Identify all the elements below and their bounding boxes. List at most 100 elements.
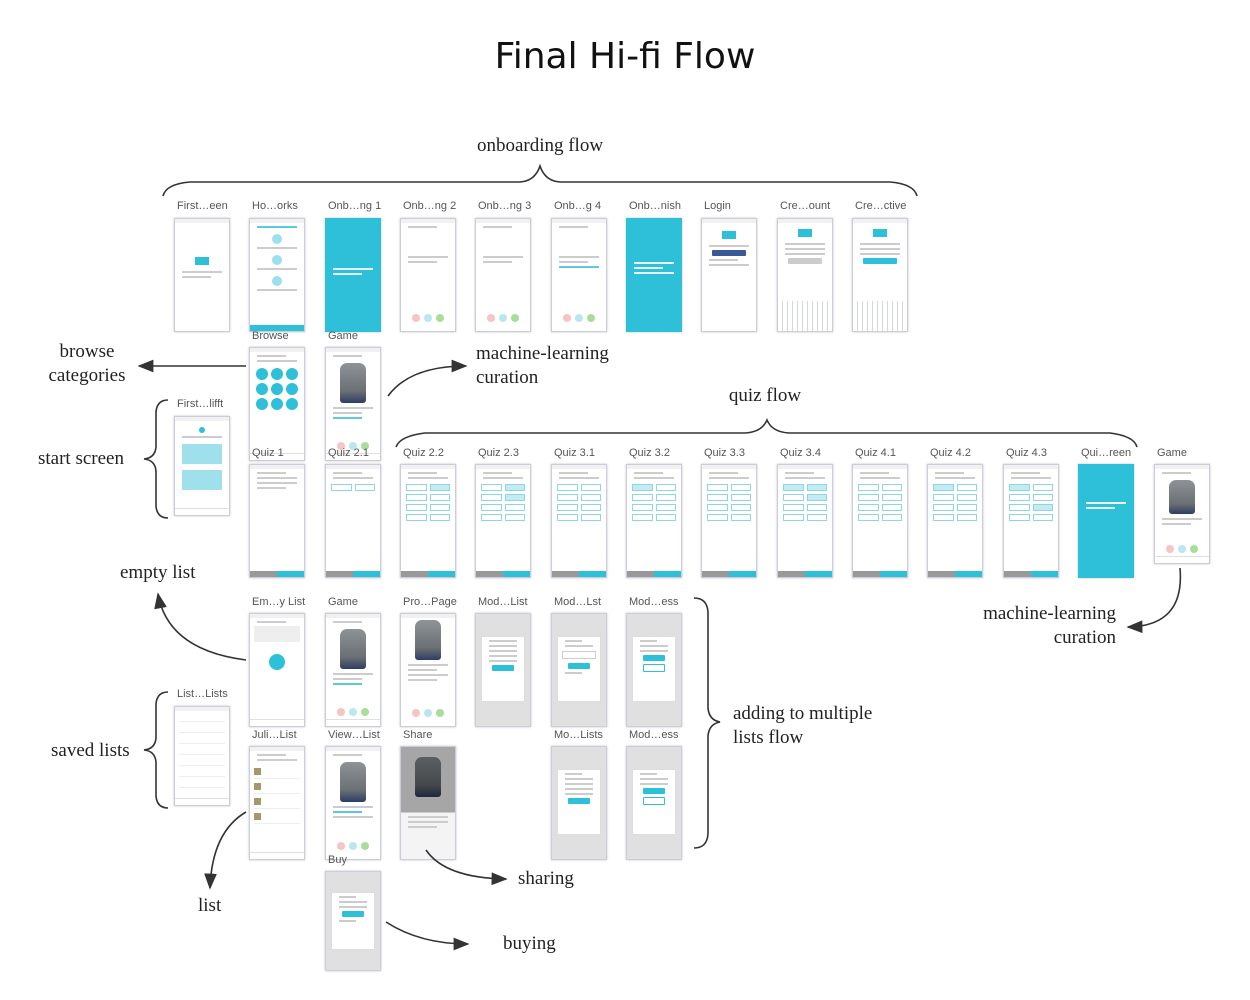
annotation-quiz: quiz flow — [728, 385, 802, 406]
label-quiz-2-3: Quiz 2.3 — [478, 447, 519, 459]
screen-onboarding-finish[interactable] — [626, 218, 682, 332]
label-empty-list: Em…y List — [252, 596, 306, 608]
screen-quiz-3-1[interactable] — [551, 464, 607, 578]
label-create-account: Cre…ount — [780, 200, 831, 212]
arrow-ml-right — [1126, 567, 1182, 634]
label-first-screen: First…een — [177, 200, 228, 212]
adding-flow-brace — [693, 597, 721, 849]
screen-quiz-3-2[interactable] — [626, 464, 682, 578]
annotation-saved: saved lists — [51, 740, 130, 761]
label-game-2: Game — [1157, 447, 1187, 459]
label-create-active: Cre…ctive — [855, 200, 907, 212]
screen-quiz-end[interactable] — [1078, 464, 1134, 578]
label-browse: Browse — [252, 330, 289, 342]
screen-modal-success[interactable] — [626, 613, 682, 727]
arrow-sharing — [425, 849, 508, 886]
label-list-of-lists: List…Lists — [177, 688, 228, 700]
screen-onboarding-2[interactable] — [400, 218, 456, 332]
label-quiz-2-2: Quiz 2.2 — [403, 447, 444, 459]
label-share: Share — [403, 729, 433, 741]
screen-quiz-2-3[interactable] — [475, 464, 531, 578]
screen-empty-list[interactable] — [249, 613, 305, 727]
label-product-page: Pro…Page — [403, 596, 457, 608]
annotation-browse: browse categories — [48, 341, 126, 386]
screen-modal-list-2[interactable] — [551, 613, 607, 727]
screen-modal-success-2[interactable] — [626, 746, 682, 860]
quiz-brace — [395, 417, 1138, 448]
screen-quiz-3-4[interactable] — [777, 464, 833, 578]
screen-quiz-1[interactable] — [249, 464, 305, 578]
arrow-buying — [385, 921, 470, 951]
annotation-buying: buying — [503, 933, 556, 954]
screen-create-account[interactable] — [777, 218, 833, 332]
screen-modal-lists-2[interactable] — [551, 746, 607, 860]
label-buy: Buy — [328, 854, 347, 866]
label-modal-success-2: Mod…ess — [629, 729, 679, 741]
screen-quiz-2-2[interactable] — [400, 464, 456, 578]
label-modal-list: Mod…List — [478, 596, 528, 608]
screen-onboarding-4[interactable] — [551, 218, 607, 332]
screen-login[interactable] — [701, 218, 757, 332]
screen-buy[interactable] — [325, 871, 381, 971]
annotation-ml-top: machine-learning curation — [476, 343, 609, 388]
label-login: Login — [704, 200, 731, 212]
onboarding-brace — [162, 163, 918, 197]
label-modal-success: Mod…ess — [629, 596, 679, 608]
screen-product-page[interactable] — [400, 613, 456, 727]
label-game-3: Game — [328, 596, 358, 608]
annotation-list: list — [198, 895, 222, 916]
label-onboarding-3: Onb…ng 3 — [478, 200, 532, 212]
screen-game-3[interactable] — [325, 613, 381, 727]
label-quiz-1: Quiz 1 — [252, 447, 284, 459]
arrow-ml-top — [387, 359, 468, 397]
label-quiz-3-4: Quiz 3.4 — [780, 447, 821, 459]
annotation-ml-right: machine-learning curation — [983, 603, 1116, 648]
screen-onboarding-1[interactable] — [325, 218, 381, 332]
screen-quiz-4-1[interactable] — [852, 464, 908, 578]
screen-quiz-2-1[interactable] — [325, 464, 381, 578]
screen-browse[interactable] — [249, 347, 305, 461]
label-quiz-3-3: Quiz 3.3 — [704, 447, 745, 459]
start-screen-brace — [143, 399, 169, 519]
label-quiz-2-1: Quiz 2.1 — [328, 447, 369, 459]
arrow-empty-list — [154, 592, 247, 661]
page-title: Final Hi-fi Flow — [494, 36, 756, 77]
screen-share[interactable] — [400, 746, 456, 860]
screen-game-1[interactable] — [325, 347, 381, 461]
label-onboarding-2: Onb…ng 2 — [403, 200, 457, 212]
label-quiz-3-1: Quiz 3.1 — [554, 447, 595, 459]
screen-how-it-works[interactable] — [249, 218, 305, 332]
label-quiz-3-2: Quiz 3.2 — [629, 447, 670, 459]
screen-quiz-3-3[interactable] — [701, 464, 757, 578]
label-quiz-end-screen: Qui…reen — [1081, 447, 1132, 459]
label-julia-list: Juli…List — [252, 729, 297, 741]
label-onboarding-finish: Onb…nish — [629, 200, 681, 212]
annotation-start: start screen — [38, 448, 124, 469]
annotation-onboarding: onboarding flow — [476, 135, 604, 156]
annotation-adding: adding to multiple lists flow — [733, 703, 873, 748]
screen-onboarding-3[interactable] — [475, 218, 531, 332]
label-quiz-4-1: Quiz 4.1 — [855, 447, 896, 459]
saved-lists-brace — [143, 691, 169, 809]
screen-view-list[interactable] — [325, 746, 381, 860]
label-onboarding-4: Onb…g 4 — [554, 200, 602, 212]
label-quiz-4-2: Quiz 4.2 — [930, 447, 971, 459]
screen-game-2[interactable] — [1154, 464, 1210, 564]
screen-quiz-4-2[interactable] — [927, 464, 983, 578]
screen-quiz-4-3[interactable] — [1003, 464, 1059, 578]
label-view-list: View…List — [328, 729, 380, 741]
label-modal-lists-2: Mo…Lists — [554, 729, 603, 741]
label-first-glifft: First…lifft — [177, 398, 224, 410]
screen-first-screen[interactable] — [174, 218, 230, 332]
label-how-it-works: Ho…orks — [252, 200, 298, 212]
annotation-sharing: sharing — [518, 868, 574, 889]
label-game-1: Game — [328, 330, 358, 342]
screen-first-glifft[interactable] — [174, 416, 230, 516]
screen-create-active[interactable] — [852, 218, 908, 332]
screen-julia-list[interactable] — [249, 746, 305, 860]
label-modal-list-2: Mod…Lst — [554, 596, 602, 608]
annotation-empty: empty list — [120, 562, 196, 583]
screen-modal-list[interactable] — [475, 613, 531, 727]
screen-list-of-lists[interactable] — [174, 706, 230, 806]
